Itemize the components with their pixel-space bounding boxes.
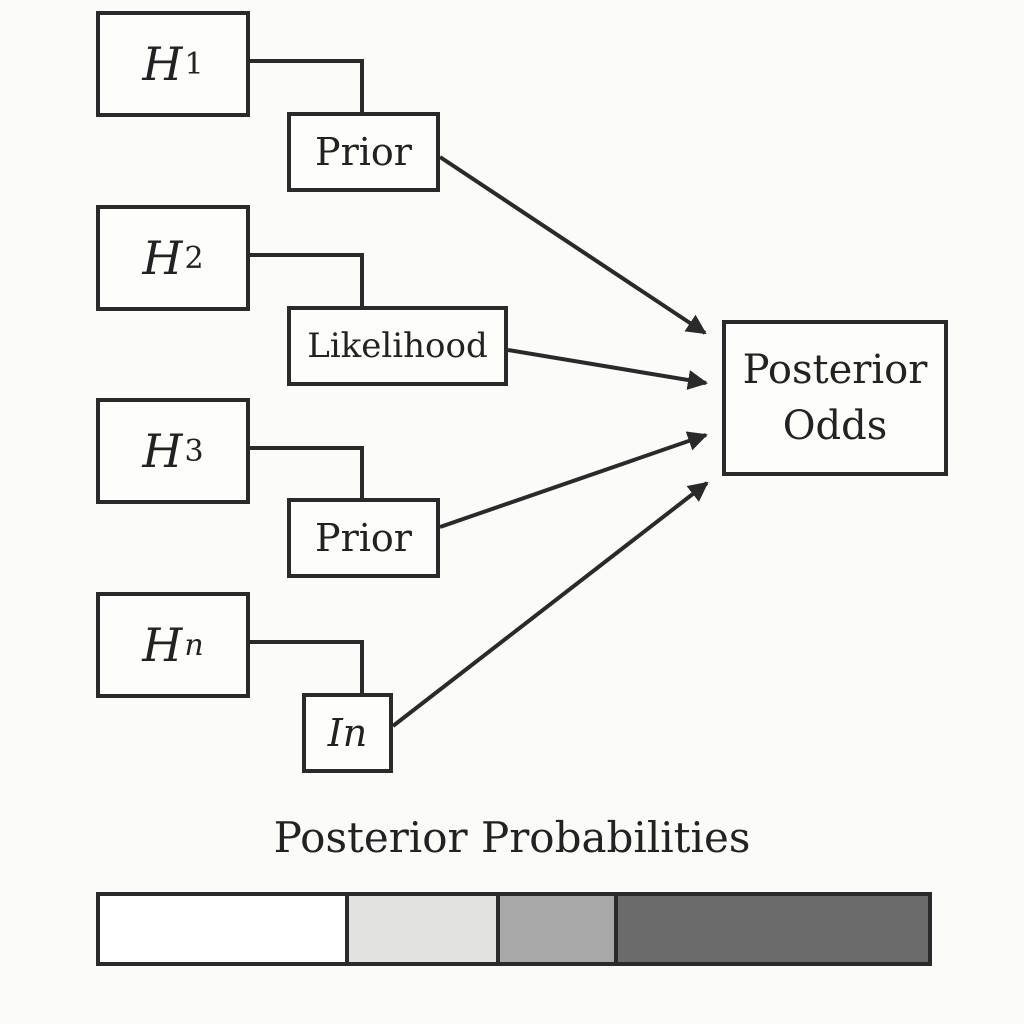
posterior-odds-line1: Posterior [742,347,928,393]
probability-segment-4 [613,896,928,962]
posterior-probabilities-bar [96,892,932,966]
arrow-in [391,481,709,728]
arrow-likelihood [507,348,708,390]
probability-segment-3 [495,896,614,962]
hypothesis-symbol: H [142,424,183,478]
hypothesis-subscript: 3 [184,433,204,469]
factor-label: Prior [315,130,412,174]
factor-box-prior-1: Prior [287,112,440,192]
factor-label: Prior [315,516,412,560]
hypothesis-subscript: 2 [184,240,204,276]
posterior-probabilities-title: Posterior Probabilities [273,813,751,862]
probability-segment-2 [344,896,496,962]
connector-hn-factor [248,640,364,695]
factor-label: In [327,711,368,755]
hypothesis-symbol: H [142,37,183,91]
hypothesis-subscript: n [184,627,204,663]
posterior-odds-line2: Odds [782,403,888,449]
connector-h3-factor [248,446,364,500]
connector-h2-factor [248,253,364,308]
probability-segment-1 [100,896,345,962]
posterior-odds-box: Posterior Odds [722,320,948,476]
arrow-prior-3 [439,431,708,529]
hypothesis-subscript: 1 [184,46,204,82]
factor-box-in: In [302,693,393,773]
factor-box-prior-3: Prior [287,498,440,578]
arrow-prior-1 [438,155,707,335]
factor-box-likelihood: Likelihood [287,306,508,386]
hypothesis-symbol: H [142,618,183,672]
hypothesis-symbol: H [142,231,183,285]
connector-h1-factor [248,59,364,114]
factor-label: Likelihood [307,326,488,366]
